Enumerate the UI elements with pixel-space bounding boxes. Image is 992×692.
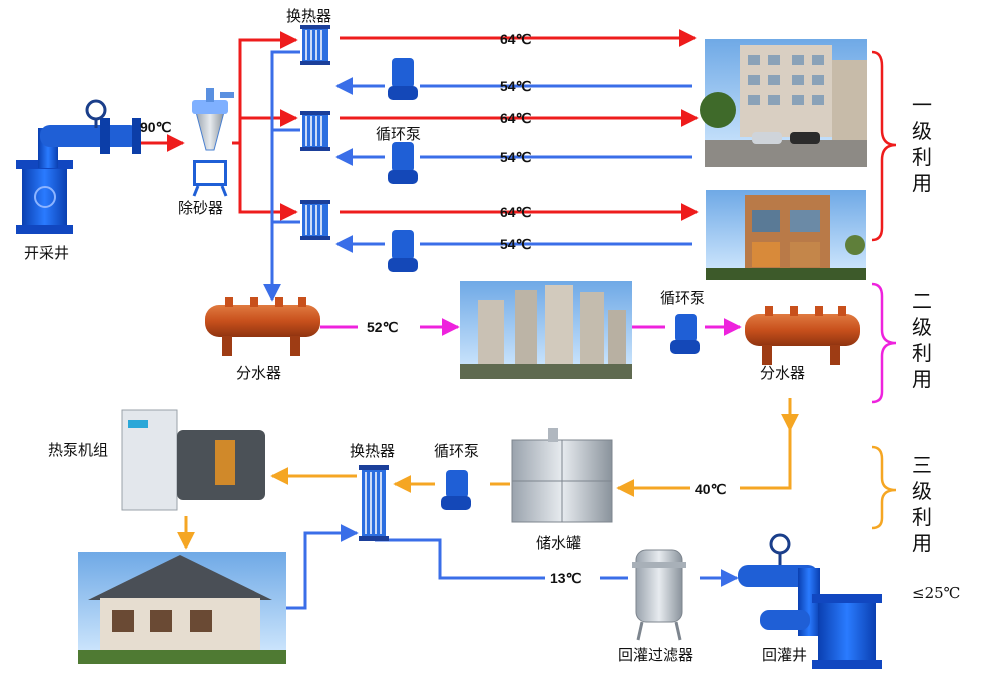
temp-13: 13℃ (550, 570, 582, 586)
temp-54-2: 54℃ (500, 149, 532, 165)
svg-text:级: 级 (912, 119, 932, 143)
pump-level2-label: 循环泵 (660, 289, 705, 307)
svg-text:用: 用 (912, 531, 932, 555)
apartment-building-photo (700, 39, 867, 167)
level3-bracket (871, 445, 897, 530)
production-well-label: 开采井 (24, 244, 69, 262)
heat-exchanger-top-label: 换热器 (286, 7, 331, 25)
reinjection-well-label: 回灌井 (762, 646, 807, 664)
distributor-left-label: 分水器 (236, 364, 281, 382)
svg-text:用: 用 (912, 171, 932, 195)
temp-40: 40℃ (695, 481, 727, 497)
pump-bottom-label: 循环泵 (434, 442, 479, 460)
svg-text:级: 级 (912, 479, 932, 503)
reinjection-well (738, 533, 882, 669)
svg-text:三: 三 (912, 453, 932, 477)
level3-label: 三 级 利 用 (912, 453, 932, 555)
temp-90: 90℃ (140, 119, 172, 135)
svg-text:级: 级 (912, 315, 932, 339)
highrise-buildings-photo (460, 281, 632, 379)
circulation-pump-level2 (670, 314, 700, 354)
heat-exchanger-bottom-label: 换热器 (350, 442, 395, 460)
circulation-pump-2 (388, 142, 418, 184)
water-distributor-left (205, 297, 320, 356)
temp-54-1: 54℃ (500, 78, 532, 94)
svg-text:二: 二 (912, 289, 932, 313)
house-photo (78, 552, 286, 664)
plate-heat-exchanger-bottom (359, 465, 389, 541)
temp-le-25: ≤25℃ (912, 584, 960, 602)
plate-heat-exchanger-1 (300, 25, 330, 65)
level1-bracket (871, 50, 897, 242)
svg-text:用: 用 (912, 367, 932, 391)
tank-label: 储水罐 (536, 534, 581, 552)
plate-heat-exchanger-3 (300, 200, 330, 240)
filter-label: 回灌过滤器 (618, 646, 693, 664)
return-pipes (263, 50, 739, 610)
circulation-pump-bottom (441, 470, 471, 510)
temp-52: 52℃ (367, 319, 399, 335)
production-well (16, 99, 141, 234)
desander (192, 88, 234, 197)
circulation-pump-3 (388, 230, 418, 272)
level1-label: 一 级 利 用 (912, 93, 932, 195)
temp-64-2: 64℃ (500, 110, 532, 126)
circulation-pump-1 (388, 58, 418, 100)
temp-54-3: 54℃ (500, 236, 532, 252)
plate-heat-exchanger-2 (300, 111, 330, 151)
svg-text:利: 利 (912, 505, 932, 529)
storage-tank (511, 428, 613, 523)
villa-photo (706, 190, 866, 280)
reinjection-filter (632, 549, 686, 641)
heat-pump-unit (121, 409, 265, 511)
temp-64-3: 64℃ (500, 204, 532, 220)
hot-supply-pipes (140, 29, 699, 221)
level2-label: 二 级 利 用 (912, 289, 932, 391)
svg-text:一: 一 (912, 93, 932, 117)
circulation-pump-label: 循环泵 (376, 125, 421, 143)
level3-pipes (177, 398, 799, 550)
level2-bracket (871, 282, 897, 404)
desander-label: 除砂器 (178, 199, 223, 217)
temp-64-1: 64℃ (500, 31, 532, 47)
heat-pump-label: 热泵机组 (48, 441, 108, 459)
svg-text:利: 利 (912, 341, 932, 365)
water-distributor-right (745, 306, 860, 365)
distributor-right-label: 分水器 (760, 364, 805, 382)
svg-text:利: 利 (912, 145, 932, 169)
